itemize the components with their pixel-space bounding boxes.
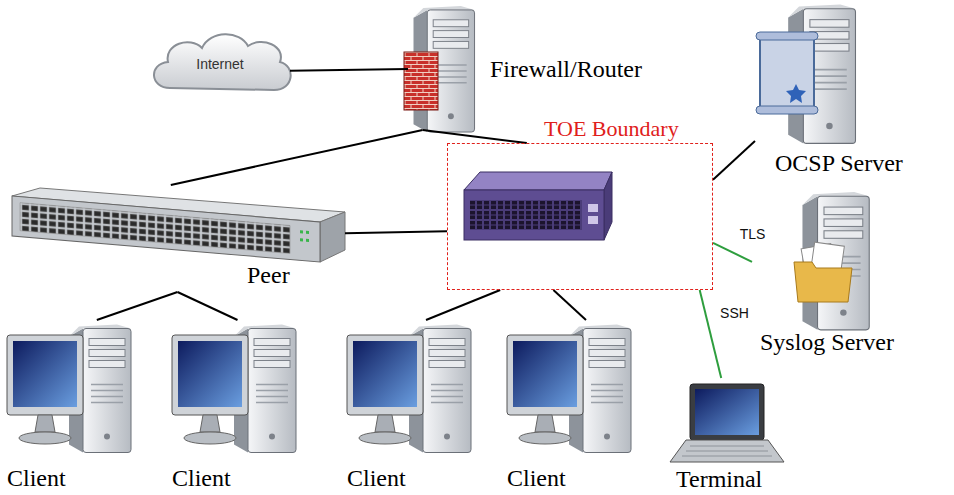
node-label: OCSP Server (775, 150, 903, 176)
syslog-server: Syslog Server (752, 195, 950, 362)
node-label: Firewall/Router (490, 56, 642, 82)
node-label: Client (7, 465, 66, 491)
ocsp-server: OCSP Server (755, 4, 945, 182)
client-pc: Client (345, 320, 480, 495)
client-pc: Client (5, 320, 140, 495)
toe-boundary: TOE Boundary (447, 143, 713, 290)
network-link (423, 130, 527, 143)
node-label: Terminal (676, 466, 762, 492)
node-label: Internet (196, 57, 243, 72)
node-label: TOE Boundary (544, 117, 679, 141)
node-label: Syslog Server (760, 329, 894, 355)
network-link (426, 290, 500, 320)
network-link (713, 141, 755, 180)
node-label: Client (172, 465, 231, 491)
link-label: TLS (738, 227, 768, 242)
node-label: Peer (247, 262, 290, 288)
client-pc: Client (170, 320, 305, 495)
network-link (290, 69, 408, 71)
network-link (713, 243, 752, 262)
network-link (553, 290, 586, 320)
internet-cloud: Internet (150, 30, 290, 98)
peer-switch: Peer (10, 185, 345, 292)
node-label: Client (347, 465, 406, 491)
network-link (178, 292, 238, 320)
network-link (345, 231, 447, 233)
network-link (700, 290, 722, 378)
client-pc: Client (505, 320, 640, 495)
network-link (97, 292, 178, 320)
link-label: SSH (718, 306, 751, 321)
terminal-laptop: Terminal (672, 378, 792, 495)
firewall-router: Firewall/Router (408, 8, 700, 130)
network-link (171, 130, 423, 185)
node-label: Client (507, 465, 566, 491)
